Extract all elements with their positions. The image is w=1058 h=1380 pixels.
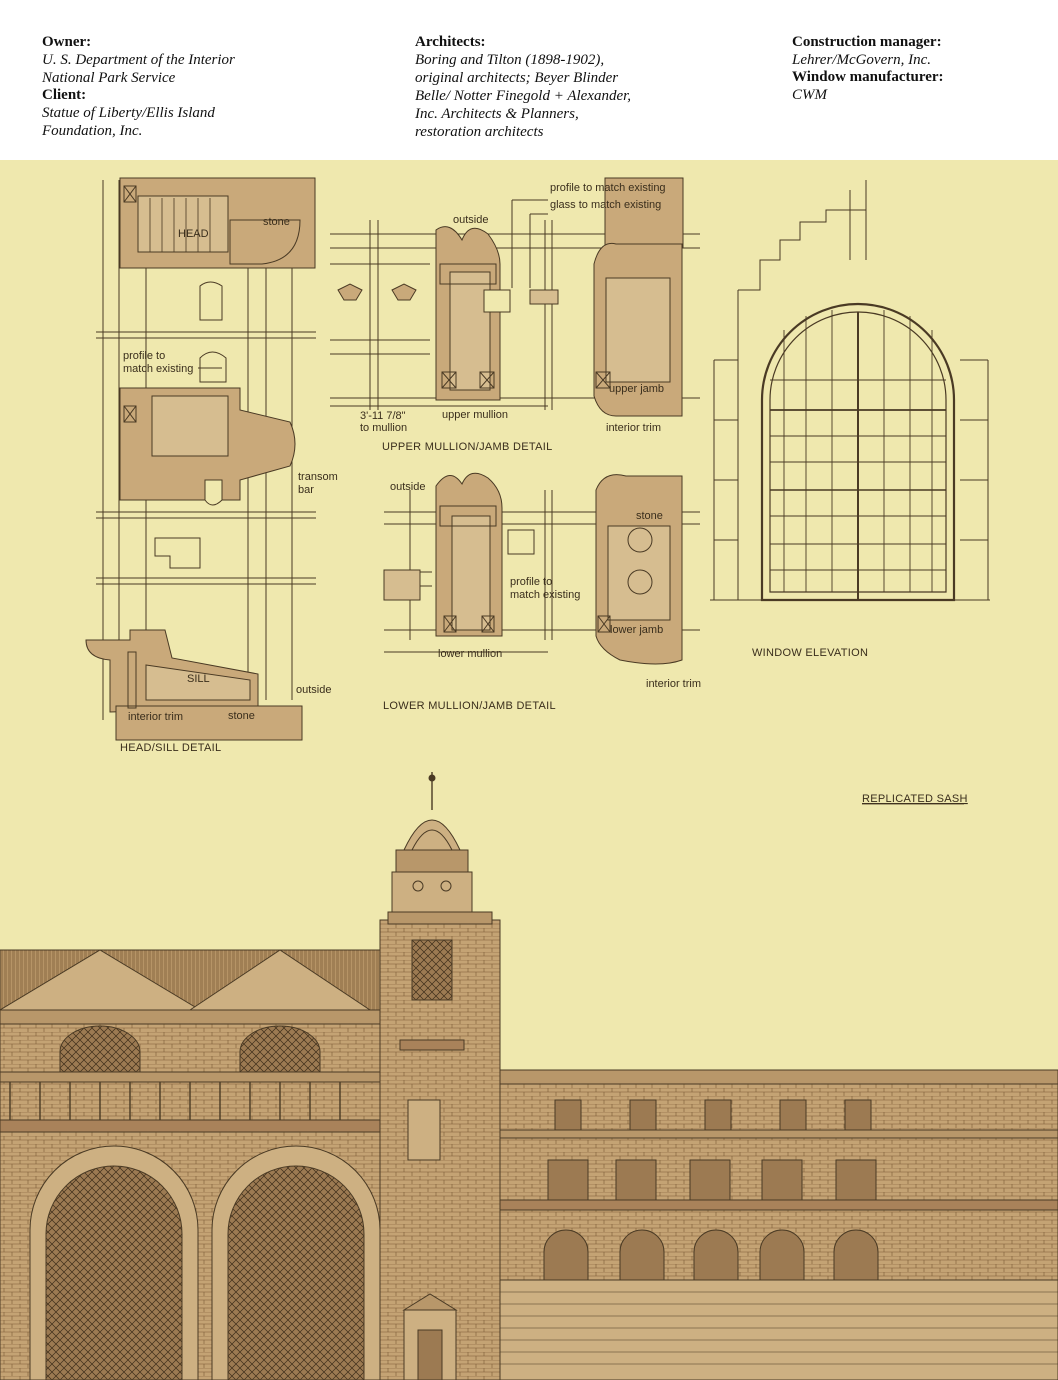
lower-profile-label: profile to	[510, 576, 552, 588]
lower-mullion-label: lower mullion	[438, 648, 502, 660]
lower-profile-label: match existing	[510, 589, 580, 601]
upper-glass-label: glass to match existing	[550, 199, 661, 211]
stone-bottom-label: stone	[228, 710, 255, 722]
lower-stone-label: stone	[636, 510, 663, 522]
client-line: Statue of Liberty/Ellis Island	[42, 105, 215, 121]
dimension-label: 3'-11 7/8"	[360, 410, 406, 422]
architects-line: Inc. Architects & Planners,	[415, 106, 579, 122]
architects-line: restoration architects	[415, 124, 544, 140]
manager-column: Construction manager: Lehrer/McGovern, I…	[792, 34, 944, 104]
window-manufacturer-line: CWM	[792, 87, 827, 103]
profile-label: profile to	[123, 350, 165, 362]
architects-column: Architects: Boring and Tilton (1898-1902…	[415, 34, 631, 141]
client-line: Foundation, Inc.	[42, 123, 143, 139]
architects-line: Belle/ Notter Finegold + Alexander,	[415, 88, 632, 104]
architectural-drawing: stone HEAD profile to match existing tra…	[0, 177, 1058, 1380]
upper-mullion-label: upper mullion	[442, 409, 508, 421]
dimension-label: to mullion	[360, 422, 407, 434]
owner-label: Owner:	[42, 34, 92, 50]
replicated-sash-label: REPLICATED SASH	[862, 793, 968, 805]
construction-manager-label: Construction manager:	[792, 34, 942, 50]
upper-mullion-jamb-detail	[330, 177, 700, 417]
upper-outside-label: outside	[453, 214, 488, 226]
stone-top-label: stone	[263, 216, 290, 228]
owner-line: U. S. Department of the Interior	[42, 52, 235, 68]
sill-label: SILL	[187, 673, 210, 685]
lower-mullion-jamb-detail	[383, 472, 700, 665]
upper-detail-title: UPPER MULLION/JAMB DETAIL	[382, 441, 553, 453]
owner-line: National Park Service	[42, 70, 176, 86]
upper-profile-label: profile to match existing	[550, 182, 666, 194]
upper-jamb-label: upper jamb	[609, 383, 664, 395]
architects-line: Boring and Tilton (1898-1902),	[415, 52, 605, 68]
transom-bar-label: bar	[298, 484, 314, 496]
architects-label: Architects:	[415, 34, 486, 50]
head-sill-detail	[85, 177, 316, 741]
outside-label: outside	[296, 684, 331, 696]
window-manufacturer-label: Window manufacturer:	[792, 69, 944, 85]
lower-jamb-label: lower jamb	[610, 624, 663, 636]
transom-bar-label: transom	[298, 471, 338, 483]
profile-label: match existing	[123, 363, 193, 375]
head-label: HEAD	[178, 228, 209, 240]
interior-trim-label: interior trim	[128, 711, 183, 723]
drawing-sheet: stone HEAD profile to match existing tra…	[0, 160, 1058, 1380]
lower-interior-trim-label: interior trim	[646, 678, 701, 690]
head-sill-title: HEAD/SILL DETAIL	[120, 742, 221, 754]
construction-manager-line: Lehrer/McGovern, Inc.	[792, 52, 931, 68]
lower-detail-title: LOWER MULLION/JAMB DETAIL	[383, 700, 556, 712]
owner-client-column: Owner: U. S. Department of the Interior …	[42, 34, 235, 140]
architects-line: original architects; Beyer Blinder	[415, 70, 619, 86]
upper-interior-trim-label: interior trim	[606, 422, 661, 434]
window-elevation	[710, 180, 990, 602]
window-elevation-title: WINDOW ELEVATION	[752, 647, 868, 659]
credits-header: Owner: U. S. Department of the Interior …	[0, 0, 1058, 160]
building-elevation	[0, 772, 1058, 1380]
client-label: Client:	[42, 87, 87, 103]
lower-outside-label: outside	[390, 481, 425, 493]
